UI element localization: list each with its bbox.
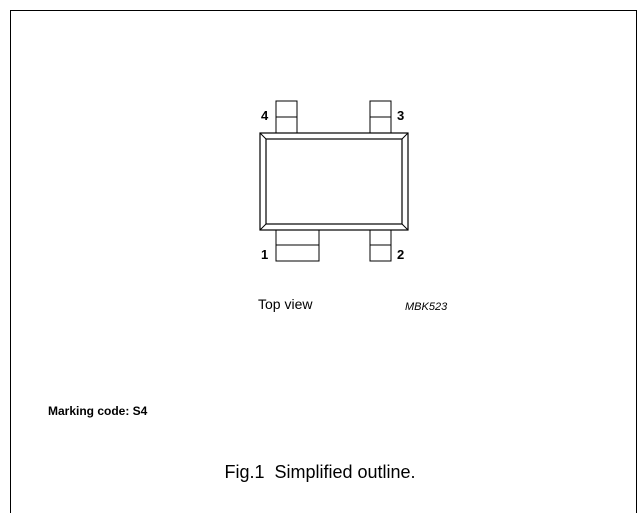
pin-4-label: 4: [261, 108, 269, 123]
package-body: [259, 132, 409, 231]
pin-3-lead: [369, 100, 392, 135]
figure-caption-text: Fig.1 Simplified outline.: [224, 462, 416, 482]
pin-4-lead: [275, 100, 298, 135]
reference-code: MBK523: [405, 301, 448, 313]
pin-2-label: 2: [397, 247, 405, 262]
view-label: Top view: [258, 296, 313, 312]
figure-frame: [10, 10, 637, 513]
pin-1-lead: [275, 228, 320, 262]
marking-code: Marking code: S4: [48, 404, 148, 418]
pin-2-lead: [369, 228, 392, 262]
figure-caption: Fig.1 Simplified outline.: [0, 462, 640, 483]
pin-3-label: 3: [397, 108, 405, 123]
pin-1-label: 1: [261, 247, 269, 262]
